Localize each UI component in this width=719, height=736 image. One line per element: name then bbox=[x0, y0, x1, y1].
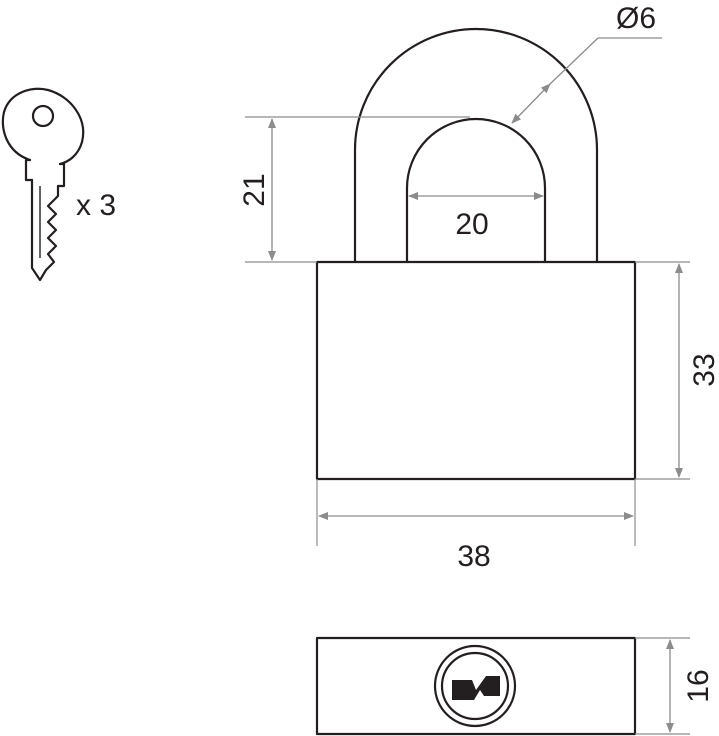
key-icon bbox=[1, 87, 85, 282]
body-height-label: 33 bbox=[688, 353, 719, 386]
dimension-shackle-height bbox=[245, 116, 470, 263]
keyhole-icon bbox=[452, 676, 500, 700]
inner-width-label: 20 bbox=[455, 208, 488, 241]
body-depth-label: 16 bbox=[682, 669, 715, 702]
padlock-bottom-view bbox=[315, 636, 637, 736]
shackle-diameter-label: Ø6 bbox=[616, 2, 656, 35]
dimension-body-height bbox=[635, 261, 690, 480]
key-quantity-label: x 3 bbox=[76, 189, 116, 222]
dimension-body-width bbox=[316, 479, 636, 546]
padlock-body bbox=[315, 260, 637, 481]
shackle bbox=[353, 27, 599, 264]
dimension-body-depth bbox=[635, 637, 690, 735]
body-width-label: 38 bbox=[457, 540, 490, 573]
shackle-height-label: 21 bbox=[238, 173, 271, 206]
dimension-shackle-diameter bbox=[511, 37, 662, 124]
